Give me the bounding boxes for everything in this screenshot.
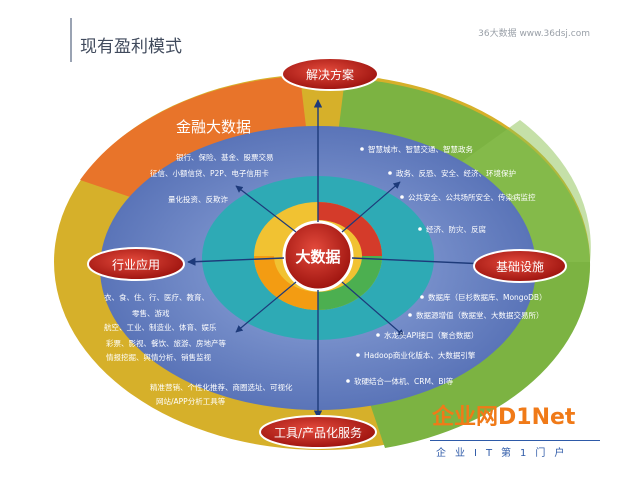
finance-title: 金融大数据: [176, 118, 251, 136]
watermark-brand: 企业网D1Net: [431, 404, 576, 430]
infra-lines: 数据库（巨杉数据库、MongoDB） 数据源增值（数据堂、大数据交易所） 水龙头AP…: [346, 292, 547, 386]
industry-line: 情报挖掘、舆情分析、销售监视: [106, 352, 211, 362]
solutions-line: 智慧城市、智慧交通、智慧政务: [368, 144, 473, 154]
source-caption: 36大数据 www.36dsj.com: [478, 27, 590, 39]
watermark-slogan: 企业IT第1门户: [436, 446, 573, 459]
arrow-lower-left: [235, 281, 297, 333]
infra-bullet: [408, 313, 412, 317]
solutions-line: 经济、防灾、反腐: [426, 224, 486, 234]
solutions-bullet: [360, 147, 364, 151]
infra-bullet: [346, 379, 350, 383]
arrow-upper-left: [235, 185, 297, 233]
center-label: 大数据: [295, 248, 340, 266]
infra-line: 数据库（巨杉数据库、MongoDB）: [428, 292, 547, 302]
solutions-lines: 智慧城市、智慧交通、智慧政务政务、反恐、安全、经济、环境保护公共安全、公共场所安…: [360, 144, 536, 234]
header-rule: [70, 18, 72, 62]
infra-bullet: [420, 295, 424, 299]
badge-industry-label: 行业应用: [112, 257, 160, 272]
finance-line: 银行、保险、基金、股票交易: [176, 152, 274, 162]
tools-line: 网站/APP分析工具等: [156, 396, 226, 406]
tools-line: 精准营销、个性化推荐、商圈选址、可视化: [150, 382, 293, 392]
solutions-bullet: [388, 171, 392, 175]
arrow-left: [187, 257, 285, 266]
infra-line: Hadoop商业化版本、大数据引擎: [364, 350, 476, 360]
badge-solutions-label: 解决方案: [306, 67, 354, 82]
badge-infra-label: 基础设施: [496, 260, 544, 274]
arrow-right: [351, 257, 487, 268]
arrow-upper-right: [341, 181, 401, 233]
finance-line: 量化投资、反欺诈: [168, 194, 228, 204]
solutions-line: 公共安全、公共场所安全、传染病监控: [408, 192, 536, 202]
infra-bullet: [356, 353, 360, 357]
arrow-lower-right: [341, 281, 405, 337]
industry-line: 衣、食、住、行、医疗、教育、: [104, 292, 209, 302]
industry-line: 航空、工业、制造业、体育、娱乐: [104, 322, 217, 332]
solutions-bullet: [418, 227, 422, 231]
infra-line: 数据源增值（数据堂、大数据交易所）: [416, 310, 544, 320]
solutions-bullet: [400, 195, 404, 199]
infra-bullet: [376, 333, 380, 337]
infra-line: 水龙头API接口（聚合数据）: [384, 330, 478, 340]
industry-line: 彩票、影视、餐饮、旅游、房地产等: [106, 338, 226, 348]
infra-line: 软硬结合一体机、CRM、BI等: [354, 376, 454, 386]
page-title: 现有盈利模式: [80, 37, 182, 57]
finance-line: 征信、小额信贷、P2P、电子信用卡: [150, 168, 269, 178]
badge-tools-label: 工具/产品化服务: [274, 425, 362, 440]
solutions-line: 政务、反恐、安全、经济、环境保护: [396, 168, 516, 178]
badge-solutions: 解决方案: [281, 57, 379, 91]
badge-tools: 工具/产品化服务: [259, 415, 377, 449]
badge-infra: 基础设施: [473, 249, 567, 283]
badge-industry: 行业应用: [87, 247, 185, 281]
industry-lines: 衣、食、住、行、医疗、教育、零售、游戏航空、工业、制造业、体育、娱乐彩票、影视、…: [104, 292, 226, 362]
industry-line: 零售、游戏: [132, 308, 170, 318]
